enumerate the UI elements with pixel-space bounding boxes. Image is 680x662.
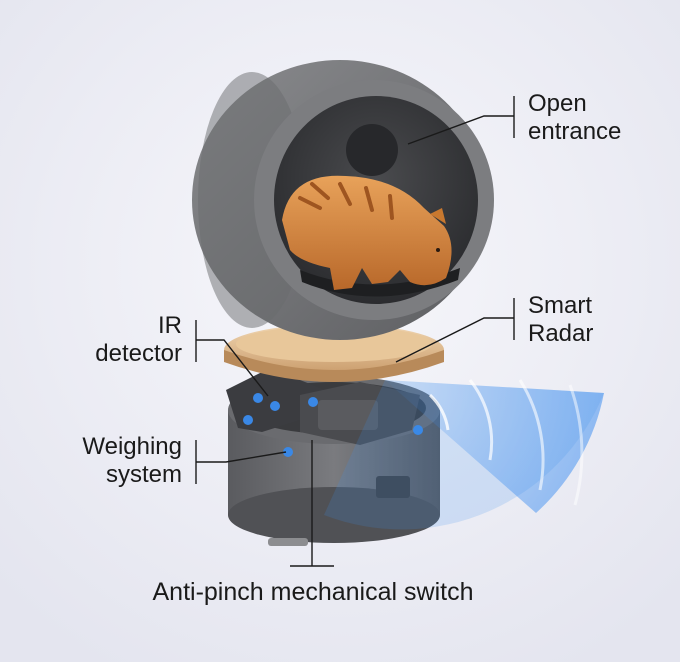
label-smart-radar-line1: Smart: [528, 292, 593, 319]
label-smart-radar-line2: Radar: [528, 320, 594, 347]
open-entrance-leader: [407, 115, 514, 145]
label-weighing-system-line2: system: [105, 461, 182, 488]
smart-radar-leader: [395, 317, 514, 363]
radar-waves: [324, 379, 604, 530]
weighing-leader: [196, 451, 287, 463]
sensor-markers: [243, 393, 423, 457]
label-smart-radar: Smart Radar: [528, 292, 593, 348]
label-ir-detector-line2: detector: [95, 340, 182, 367]
label-weighing-system-line1: Weighing: [82, 433, 182, 460]
label-open-entrance-line2: entrance: [528, 118, 622, 145]
ir-detector-leader: [196, 339, 269, 397]
gold-ring: [224, 324, 444, 382]
label-open-entrance-line1: Open: [528, 90, 587, 117]
label-weighing-system: Weighing system: [40, 433, 182, 489]
leader-lines: [195, 96, 515, 567]
label-open-entrance: Open entrance: [528, 90, 621, 146]
label-ir-detector: IR detector: [62, 312, 182, 368]
label-ir-detector-line1: IR: [158, 312, 182, 339]
cat: [282, 175, 452, 290]
label-anti-pinch-switch: Anti-pinch mechanical switch: [152, 578, 474, 606]
